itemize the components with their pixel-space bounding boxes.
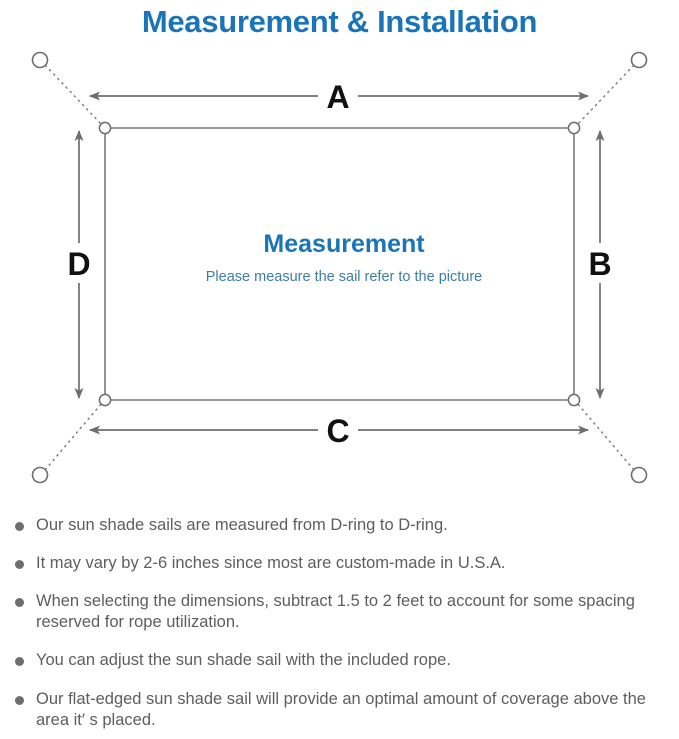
- sail-center-title: Measurement: [263, 230, 425, 258]
- bullet-icon: [15, 695, 24, 705]
- rope-lines: [44, 64, 635, 471]
- diagram-container: A B C D Measurement Please measure the s…: [0, 43, 679, 513]
- page-title: Measurement & Installation: [141, 4, 538, 39]
- dimension-lines: [74, 91, 605, 435]
- note-text: When selecting the dimensions, subtract …: [36, 592, 635, 632]
- bullet-icon: [15, 657, 24, 667]
- d-ring-top-right: [567, 121, 581, 135]
- dimension-label-c: C: [326, 413, 349, 449]
- list-item: When selecting the dimensions, subtract …: [10, 591, 665, 633]
- d-ring-top-left: [98, 121, 112, 135]
- rope-line-top-right: [576, 64, 635, 126]
- note-text: Our sun shade sails are measured from D-…: [36, 516, 448, 534]
- d-ring-bottom-left: [98, 393, 112, 407]
- anchor-point-top-right: [630, 51, 648, 69]
- rope-line-bottom-left: [44, 402, 103, 471]
- anchor-point-bottom-right: [630, 466, 648, 484]
- list-item: Our flat-edged sun shade sail will provi…: [10, 689, 665, 731]
- bullet-icon: [15, 598, 24, 608]
- anchor-points: [31, 51, 648, 484]
- bullet-icon: [15, 560, 24, 570]
- d-rings: [98, 121, 581, 407]
- list-item: You can adjust the sun shade sail with t…: [10, 650, 665, 671]
- dimension-label-a: A: [326, 79, 349, 115]
- bullet-icon: [15, 522, 24, 531]
- note-text: It may vary by 2-6 inches since most are…: [36, 554, 506, 573]
- dimension-label-b: B: [588, 246, 611, 282]
- sail-measurement-diagram: A B C D Measurement Please measure the s…: [31, 51, 648, 484]
- rope-line-top-left: [44, 64, 103, 126]
- anchor-point-top-left: [31, 51, 49, 69]
- notes-list: Our sun shade sails are measured from D-…: [0, 515, 679, 731]
- list-item: It may vary by 2-6 inches since most are…: [10, 553, 665, 574]
- dimension-label-d: D: [67, 246, 90, 282]
- sail-body: [104, 127, 575, 401]
- rope-line-bottom-right: [576, 402, 635, 471]
- d-ring-bottom-right: [567, 393, 581, 407]
- list-item: Our sun shade sails are measured from D-…: [10, 515, 665, 536]
- note-text: You can adjust the sun shade sail with t…: [36, 651, 451, 670]
- note-text: Our flat-edged sun shade sail will provi…: [36, 689, 646, 729]
- sail-center-subtitle: Please measure the sail refer to the pic…: [206, 269, 482, 285]
- anchor-point-bottom-left: [31, 466, 49, 484]
